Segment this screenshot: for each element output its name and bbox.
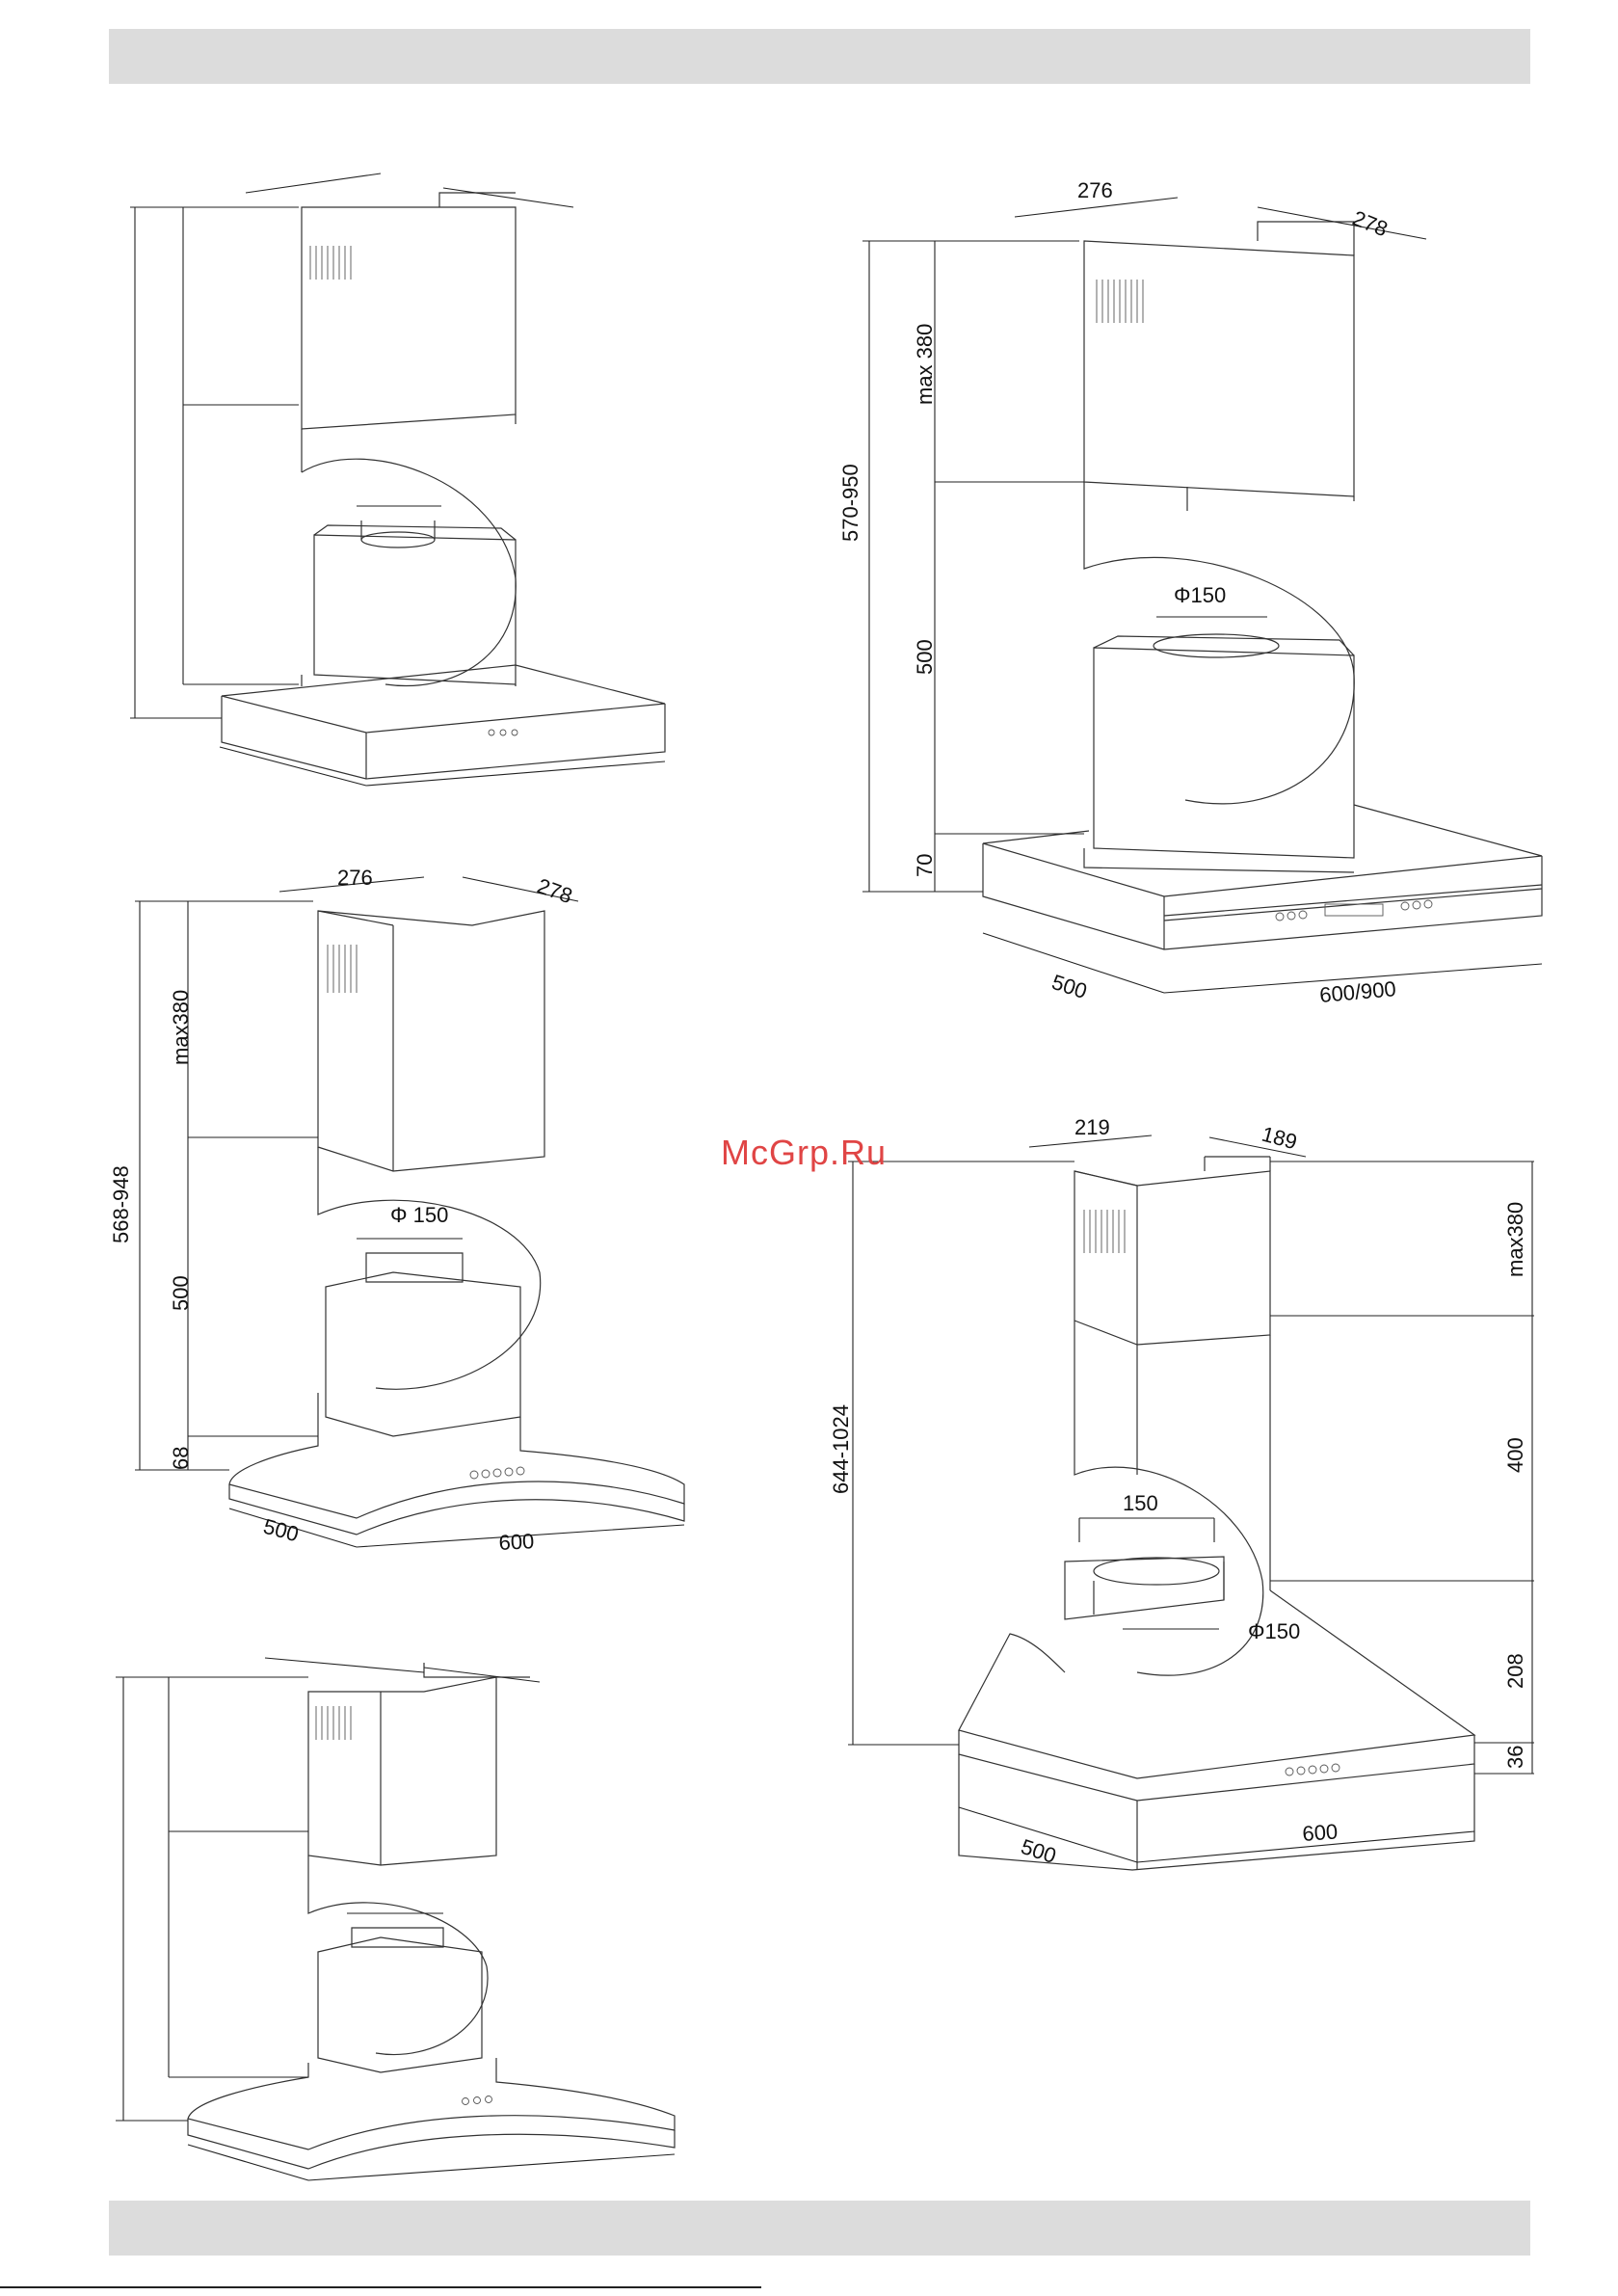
dim-mid-right-height-range: 644-1024 [829, 1404, 853, 1494]
dim-mid-left-base: 68 [169, 1447, 193, 1470]
dim-mid-left-hood-width: 600 [498, 1529, 535, 1555]
dim-mid-right-hood-width: 600 [1302, 1819, 1339, 1846]
dim-mid-left-depth: 278 [534, 873, 575, 908]
dim-mid-right-depth: 189 [1260, 1122, 1300, 1155]
dim-top-right-depth: 278 [1349, 205, 1391, 241]
dim-top-right-duct: Φ150 [1174, 583, 1226, 607]
dim-top-right-base: 70 [913, 854, 937, 877]
dim-mid-left-duct: Φ 150 [390, 1203, 448, 1227]
dim-top-right-width: 276 [1077, 178, 1113, 202]
dim-top-right-upper: max 380 [913, 324, 937, 405]
dim-top-right-hood-depth: 500 [1048, 970, 1090, 1003]
dim-mid-left-lower: 500 [169, 1275, 193, 1311]
dim-top-right-hood-width: 600/900 [1318, 976, 1396, 1007]
hood-diagram-top-left [130, 174, 665, 786]
dim-mid-left-width: 276 [337, 866, 373, 890]
dim-mid-right-hood-depth: 500 [1018, 1834, 1059, 1868]
hood-diagram-mid-right [848, 1135, 1534, 1870]
dim-top-right-height-range: 570-950 [838, 464, 862, 542]
dim-mid-right-hood: 208 [1503, 1653, 1527, 1689]
dim-mid-left-upper: max380 [169, 990, 193, 1065]
watermark: McGrp.Ru [721, 1133, 887, 1172]
dim-mid-right-duct-outer: 150 [1123, 1491, 1158, 1515]
dim-mid-right-lower: 400 [1503, 1437, 1527, 1473]
dim-top-right-lower: 500 [913, 639, 937, 675]
hood-diagram-bottom-left [116, 1658, 675, 2180]
dim-mid-left-height-range: 568-948 [109, 1165, 133, 1243]
dim-mid-right-duct: Φ150 [1248, 1619, 1300, 1643]
footer-band [109, 2201, 1530, 2256]
dim-mid-right-base: 36 [1503, 1746, 1527, 1769]
dim-mid-right-width: 219 [1074, 1115, 1110, 1139]
dim-mid-right-upper: max380 [1503, 1202, 1527, 1277]
footer-rule [0, 2286, 761, 2288]
dim-mid-left-hood-depth: 500 [261, 1514, 302, 1547]
